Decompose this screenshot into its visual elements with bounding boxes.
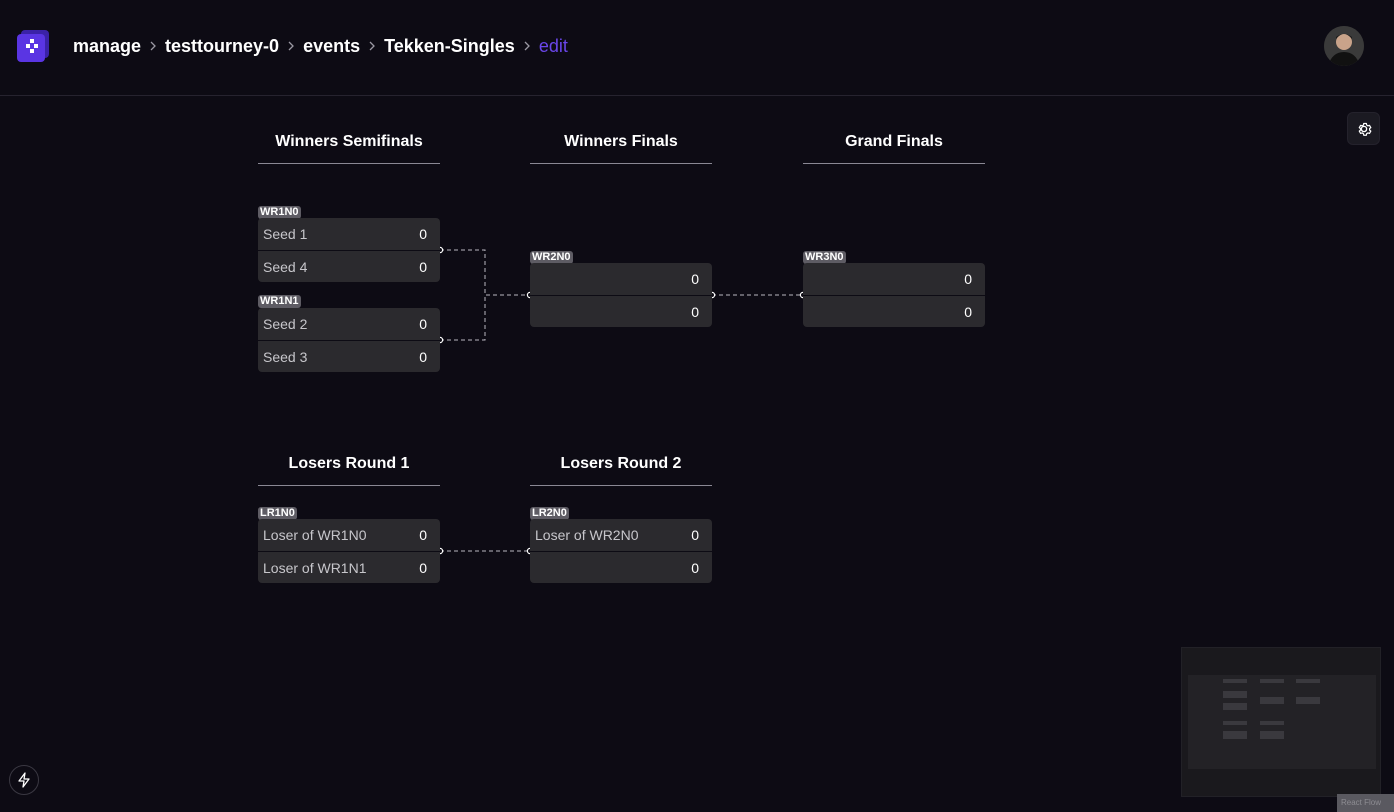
match-slot[interactable]: Loser of WR1N0 0 <box>258 519 440 551</box>
round-title-grand-finals: Grand Finals <box>803 133 985 164</box>
match-slot[interactable]: Loser of WR2N0 0 <box>530 519 712 551</box>
chevron-right-icon <box>279 34 303 58</box>
breadcrumb: manage testtourney-0 events Tekken-Singl… <box>73 34 568 58</box>
app-logo-icon[interactable] <box>17 30 49 62</box>
slot-score: 0 <box>691 303 699 320</box>
slot-name: Loser of WR2N0 <box>535 527 639 543</box>
match-slot[interactable]: Seed 4 0 <box>258 250 440 282</box>
match-slot[interactable]: Seed 1 0 <box>258 218 440 250</box>
breadcrumb-manage[interactable]: manage <box>73 35 142 56</box>
minimap-node <box>1223 721 1247 725</box>
slot-score: 0 <box>419 226 427 242</box>
slot-name: Loser of WR1N1 <box>263 559 367 576</box>
slot-name: Seed 1 <box>263 226 308 242</box>
match-slot[interactable]: Seed 2 0 <box>258 308 440 340</box>
settings-button[interactable] <box>1347 112 1380 145</box>
match-wr2n0[interactable]: 0 0 <box>530 263 712 327</box>
minimap-node <box>1223 731 1247 739</box>
match-wr1n1[interactable]: Seed 2 0 Seed 3 0 <box>258 308 440 372</box>
round-title-winners-semifinals: Winners Semifinals <box>258 133 440 164</box>
match-wr3n0[interactable]: 0 0 <box>803 263 985 327</box>
match-slot[interactable]: Loser of WR1N1 0 <box>258 551 440 583</box>
match-label-wr1n0: WR1N0 <box>258 206 301 219</box>
bolt-icon <box>18 772 30 788</box>
match-slot[interactable]: 0 <box>803 295 985 327</box>
minimap-node <box>1296 697 1320 704</box>
minimap-node <box>1260 697 1284 704</box>
chevron-right-icon <box>360 34 384 58</box>
slot-score: 0 <box>419 527 427 543</box>
breadcrumb-edit[interactable]: edit <box>538 35 568 56</box>
match-label-lr1n0: LR1N0 <box>258 507 297 520</box>
slot-name: Seed 2 <box>263 316 308 332</box>
minimap-node <box>1260 679 1284 683</box>
slot-name: Seed 3 <box>263 348 308 365</box>
round-title-losers-round-1: Losers Round 1 <box>258 455 440 486</box>
gear-icon <box>1358 122 1371 136</box>
slot-score: 0 <box>691 527 699 543</box>
minimap-node <box>1296 679 1320 683</box>
match-lr1n0[interactable]: Loser of WR1N0 0 Loser of WR1N1 0 <box>258 519 440 583</box>
match-slot[interactable]: Seed 3 0 <box>258 340 440 372</box>
minimap-viewport[interactable] <box>1188 675 1376 769</box>
minimap-node <box>1260 731 1284 739</box>
match-slot[interactable]: 0 <box>530 551 712 583</box>
slot-score: 0 <box>419 348 427 365</box>
chevron-right-icon <box>141 34 165 58</box>
round-title-losers-round-2: Losers Round 2 <box>530 455 712 486</box>
breadcrumb-tournament[interactable]: testtourney-0 <box>165 35 280 56</box>
minimap-node <box>1223 691 1247 698</box>
breadcrumb-event[interactable]: Tekken-Singles <box>384 35 515 56</box>
slot-score: 0 <box>419 559 427 576</box>
slot-score: 0 <box>691 271 699 287</box>
dev-tools-button[interactable] <box>9 765 39 795</box>
match-label-wr2n0: WR2N0 <box>530 251 573 264</box>
chevron-right-icon <box>515 34 539 58</box>
react-flow-attribution[interactable]: React Flow <box>1337 794 1394 812</box>
match-wr1n0[interactable]: Seed 1 0 Seed 4 0 <box>258 218 440 282</box>
slot-name: Seed 4 <box>263 258 308 275</box>
match-label-wr1n1: WR1N1 <box>258 295 301 308</box>
minimap-node <box>1260 721 1284 725</box>
slot-score: 0 <box>964 303 972 320</box>
slot-name: Loser of WR1N0 <box>263 527 367 543</box>
minimap[interactable] <box>1181 647 1381 797</box>
minimap-node <box>1223 679 1247 683</box>
slot-score: 0 <box>691 559 699 576</box>
breadcrumb-events[interactable]: events <box>303 35 361 56</box>
slot-score: 0 <box>419 258 427 275</box>
slot-score: 0 <box>964 271 972 287</box>
match-slot[interactable]: 0 <box>803 263 985 295</box>
round-title-winners-finals: Winners Finals <box>530 133 712 164</box>
match-slot[interactable]: 0 <box>530 295 712 327</box>
minimap-node <box>1223 703 1247 710</box>
match-label-lr2n0: LR2N0 <box>530 507 569 520</box>
avatar[interactable] <box>1324 26 1364 66</box>
match-slot[interactable]: 0 <box>530 263 712 295</box>
match-label-wr3n0: WR3N0 <box>803 251 846 264</box>
slot-score: 0 <box>419 316 427 332</box>
match-lr2n0[interactable]: Loser of WR2N0 0 0 <box>530 519 712 583</box>
top-bar: manage testtourney-0 events Tekken-Singl… <box>0 0 1394 96</box>
